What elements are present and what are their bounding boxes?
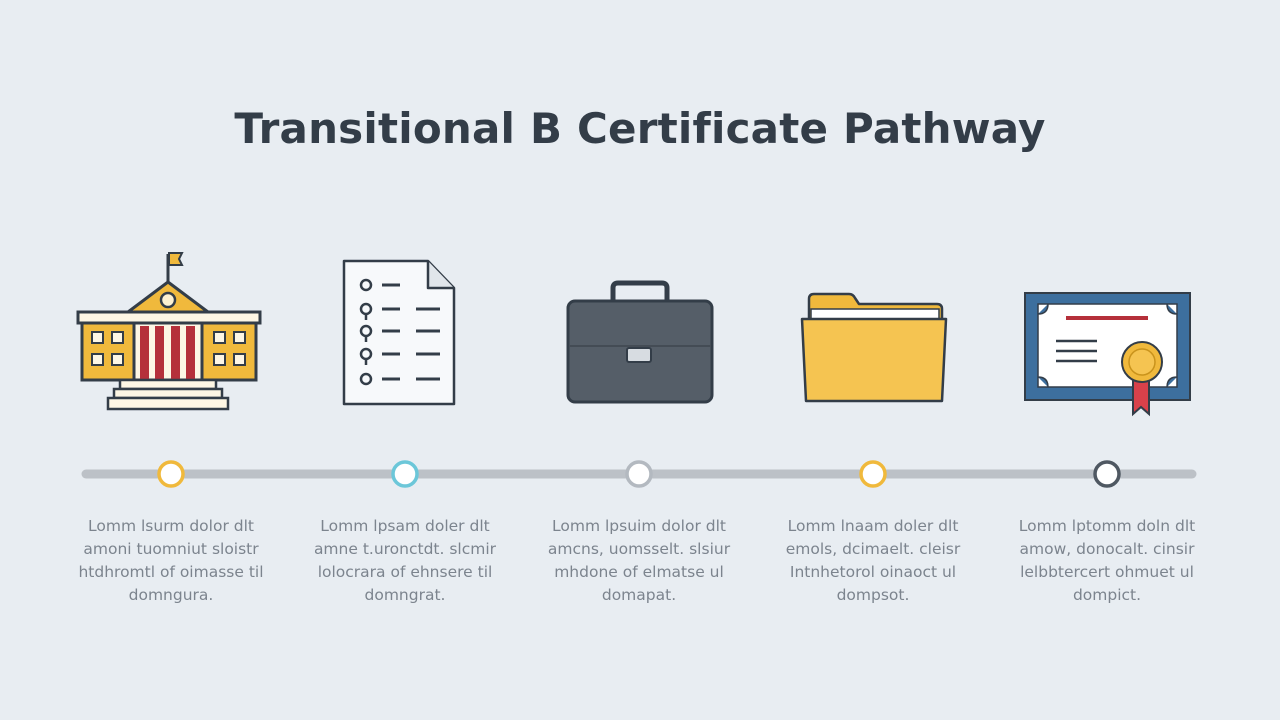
- timeline-marker-1: [157, 460, 185, 488]
- timeline-marker-5: [1093, 460, 1121, 488]
- briefcase-icon: [566, 280, 714, 404]
- folder-icon: [800, 292, 948, 403]
- timeline-marker-4: [859, 460, 887, 488]
- checklist-document-icon: [342, 259, 456, 406]
- step-description-4: Lomm lnaam doler dlt emols, dcimaelt. cl…: [785, 517, 961, 604]
- step-description-1: Lomm lsurm dolor dlt amoni tuomniut sloi…: [78, 517, 264, 604]
- step-description-2: Lomm lpsam doler dlt amne t.uronctdt. sl…: [313, 517, 497, 604]
- timeline-marker-2: [391, 460, 419, 488]
- timeline-marker-3: [625, 460, 653, 488]
- step-description-3: Lomm lpsuim dolor dlt amcns, uomsselt. s…: [547, 517, 731, 604]
- school-building-icon: [76, 252, 262, 411]
- page-title: Transitional B Certificate Pathway: [234, 104, 1046, 153]
- certificate-icon: [1024, 292, 1191, 417]
- step-description-5: Lomm lptomm doln dlt amow, donocalt. cin…: [1018, 517, 1196, 604]
